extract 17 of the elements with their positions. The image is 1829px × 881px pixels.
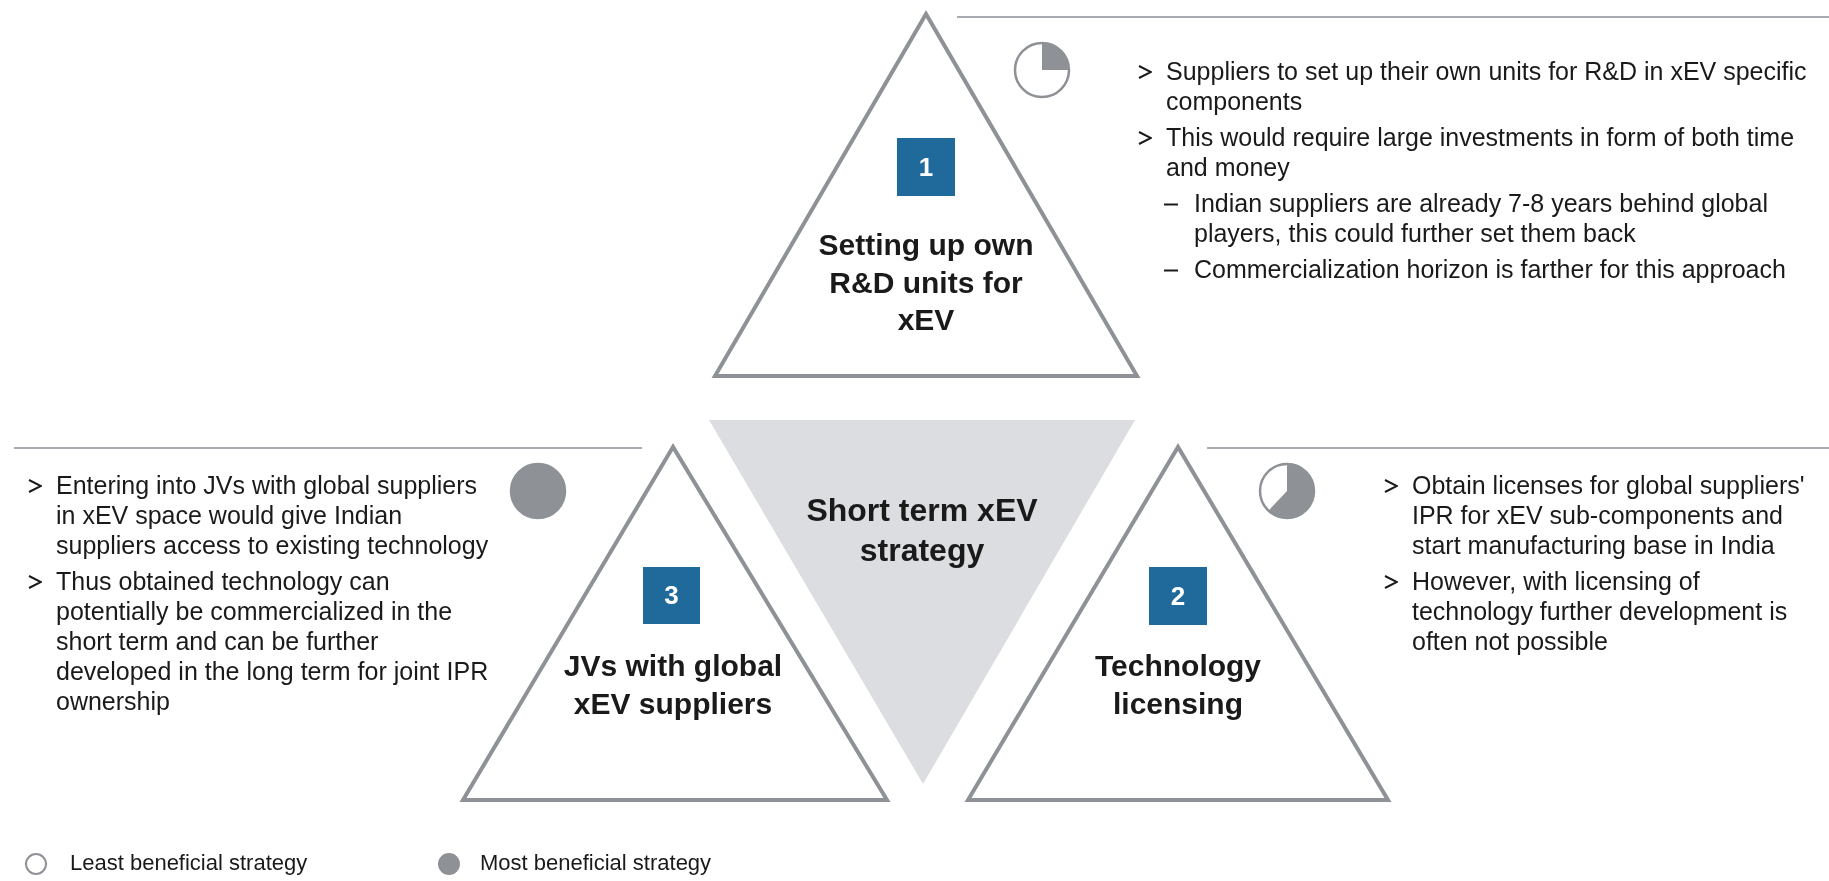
strategy-title: Setting up own R&D units for xEV (817, 227, 1035, 338)
bullet-text: Entering into JVs with global suppliers in xEV space would give Indian suppliers access to existing technology (56, 471, 489, 559)
bullet-text: However, with licensing of technology further development is often not possible (1412, 567, 1788, 655)
bullet-text: Thus obtained technology can potentially be commercialized in the short term and can be further developed in the long term for joint IPR ownership (56, 567, 489, 715)
legend-label: Most beneficial strategy (480, 850, 712, 876)
strategy-title: JVs with global xEV suppliers (562, 648, 784, 722)
number-badge: 3 (643, 567, 700, 624)
legend-label: Least beneficial strategy (70, 850, 308, 876)
bullet-text: Indian suppliers are already 7-8 years behind global players, this could further set them back (1194, 189, 1768, 247)
number-badge: 1 (897, 138, 955, 196)
bullet-text: This would require large investments in form of both time and money (1166, 123, 1795, 181)
number-badge: 2 (1149, 567, 1207, 625)
bullet-text: Suppliers to set up their own units for R&D in xEV specific components (1166, 57, 1807, 115)
strategy-title: Technology licensing (1093, 648, 1263, 722)
bullet-text: Obtain licenses for global suppliers' IPR for xEV sub-components and start manufacturing base in India (1412, 471, 1805, 559)
strategy-title: Short term xEV strategy (805, 491, 1039, 570)
bullet-text: Commercialization horizon is farther for this approach (1194, 255, 1786, 283)
